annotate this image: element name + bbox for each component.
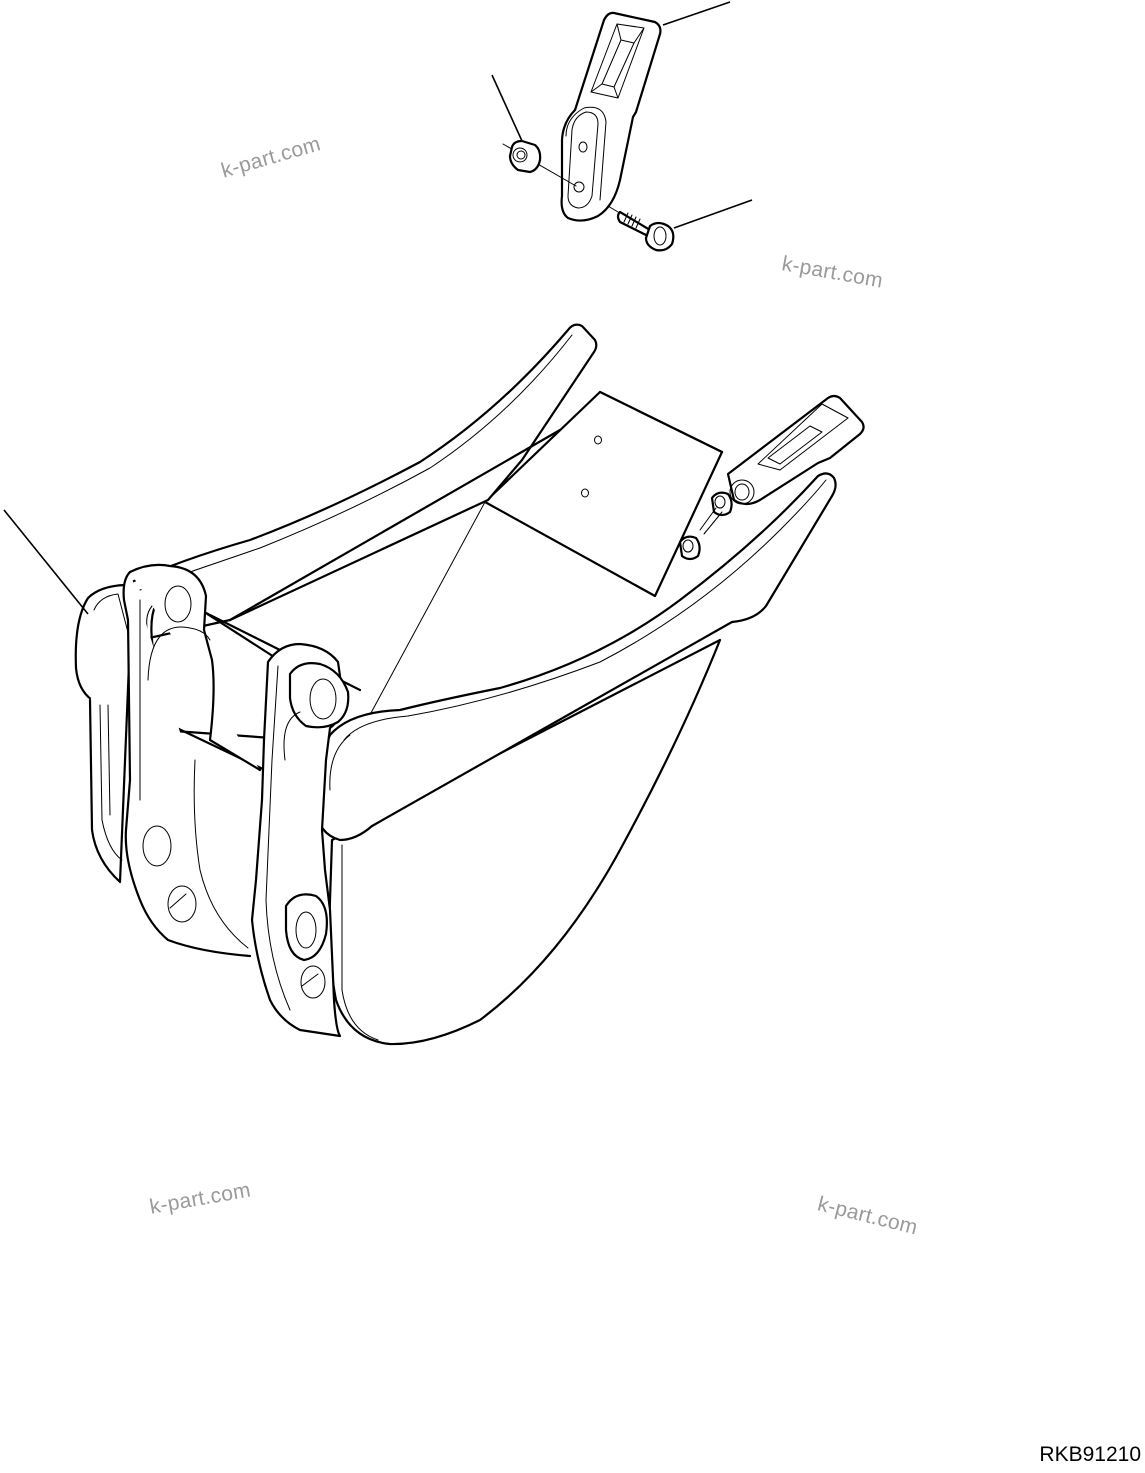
- leader-line-bucket: [3, 509, 89, 615]
- far-bracket: [74, 563, 262, 958]
- near-bracket: [250, 642, 350, 1038]
- bucket: [3, 323, 865, 1046]
- leader-line-nut: [491, 74, 523, 142]
- nut: [491, 74, 577, 187]
- bolt: [607, 199, 753, 252]
- leader-line-bolt: [673, 199, 753, 229]
- mounted-side-cutter: [678, 394, 865, 561]
- side-cutter-tooth: [560, 1, 731, 222]
- leader-line-tooth: [662, 1, 731, 26]
- drawing-code-label: RKB91210: [1039, 1443, 1141, 1466]
